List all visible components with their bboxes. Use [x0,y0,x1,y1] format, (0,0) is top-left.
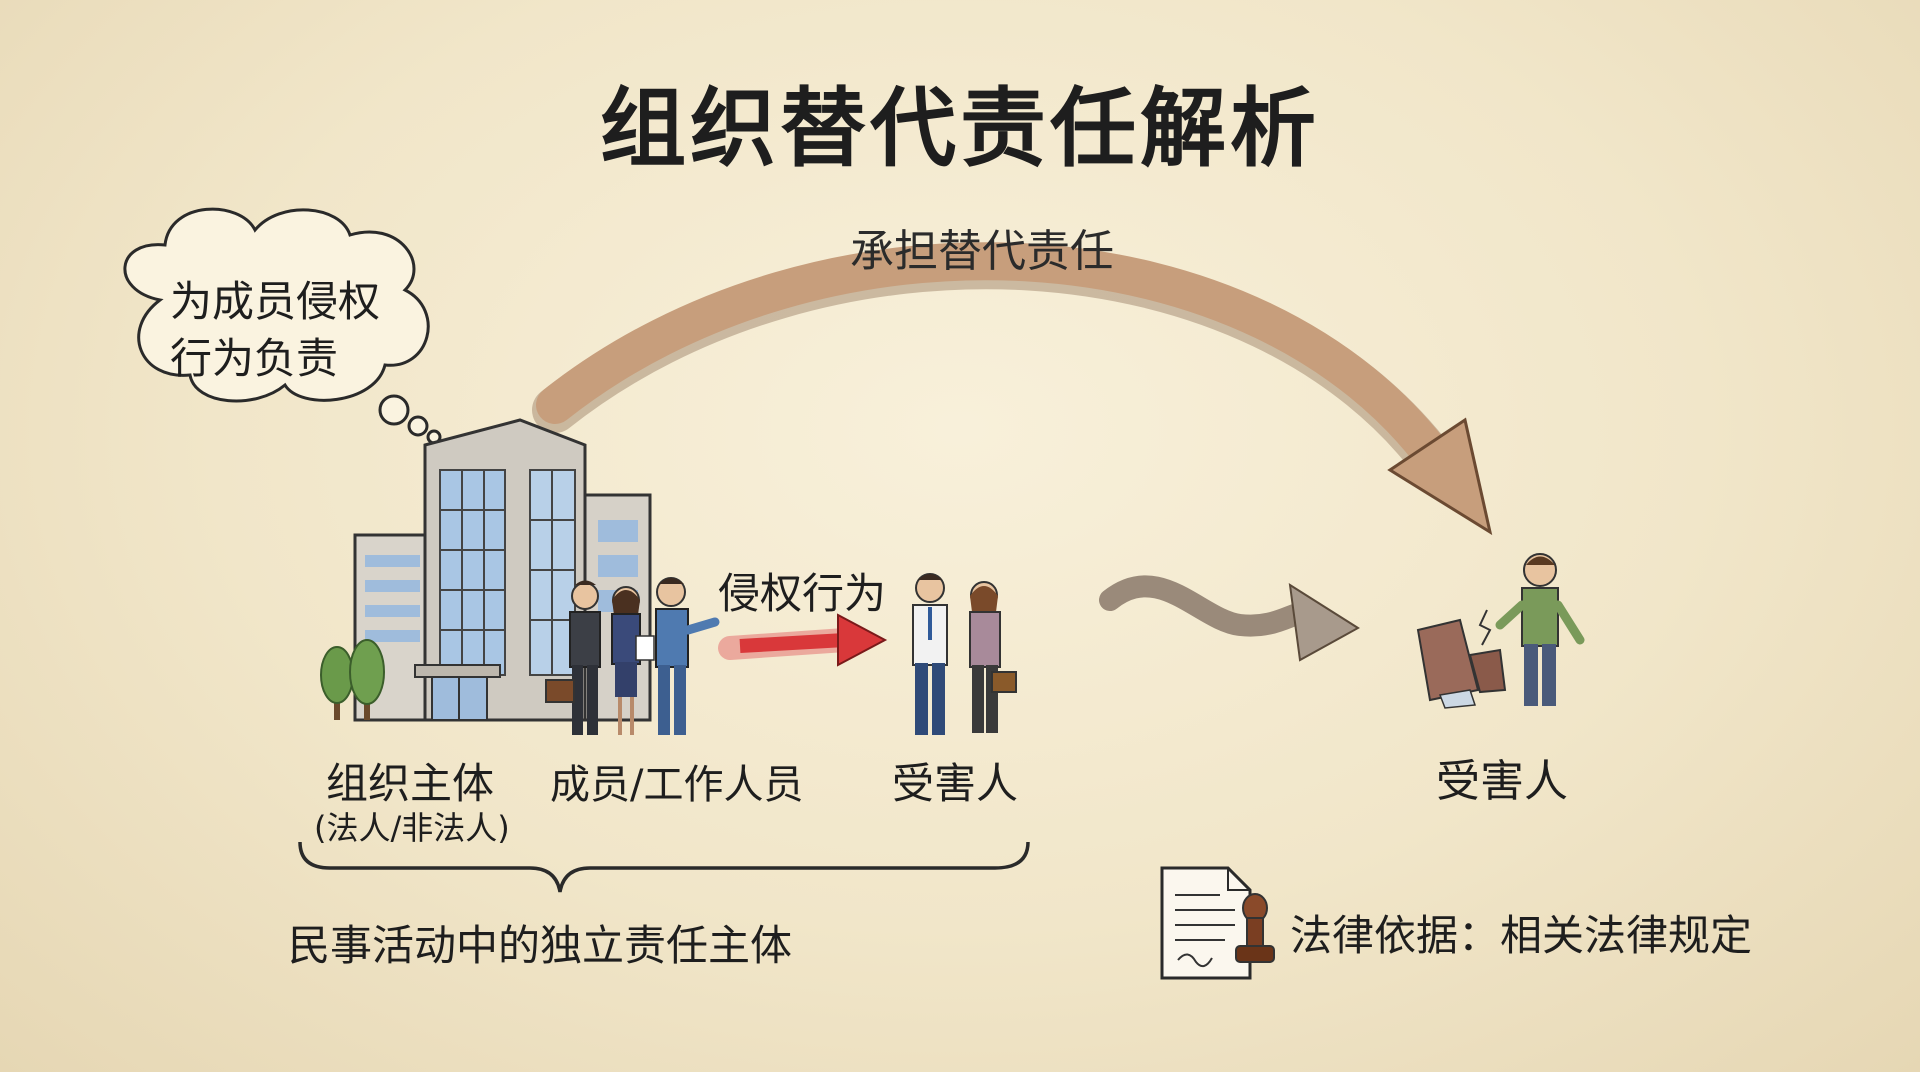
organization-sublabel: (法人/非法人) [314,809,510,847]
grouping-brace [298,841,1030,893]
thought-bubble [123,207,442,445]
brace-label: 民事活动中的独立责任主体 [288,921,793,970]
organization-building-icon [353,418,652,722]
members-label: 成员/工作人员 [550,762,804,808]
legal-basis-label: 法律依据：相关法律规定 [1290,911,1753,960]
organization-label: 组织主体 [326,759,495,808]
victim-label-2: 受害人 [1436,756,1568,807]
page-title: 组织替代责任解析 [600,79,1320,179]
wavy-arrow [1099,575,1360,662]
thought-bubble-line-1: 为成员侵权 [170,277,381,326]
arc-arrow-label: 承担替代责任 [850,226,1114,277]
tort-arrow-label: 侵权行为 [718,569,887,618]
members-group-icon [545,577,720,735]
stamp-icon [1235,893,1275,963]
victims-pair-icon [912,573,1017,735]
damaged-victim-icon [1416,553,1585,709]
vicarious-liability-arc-arrow [532,242,1493,536]
victim-label-1: 受害人 [892,759,1019,808]
tort-arrow [718,613,888,667]
tree-icon [320,639,385,720]
thought-bubble-line-2: 行为负责 [170,334,339,383]
